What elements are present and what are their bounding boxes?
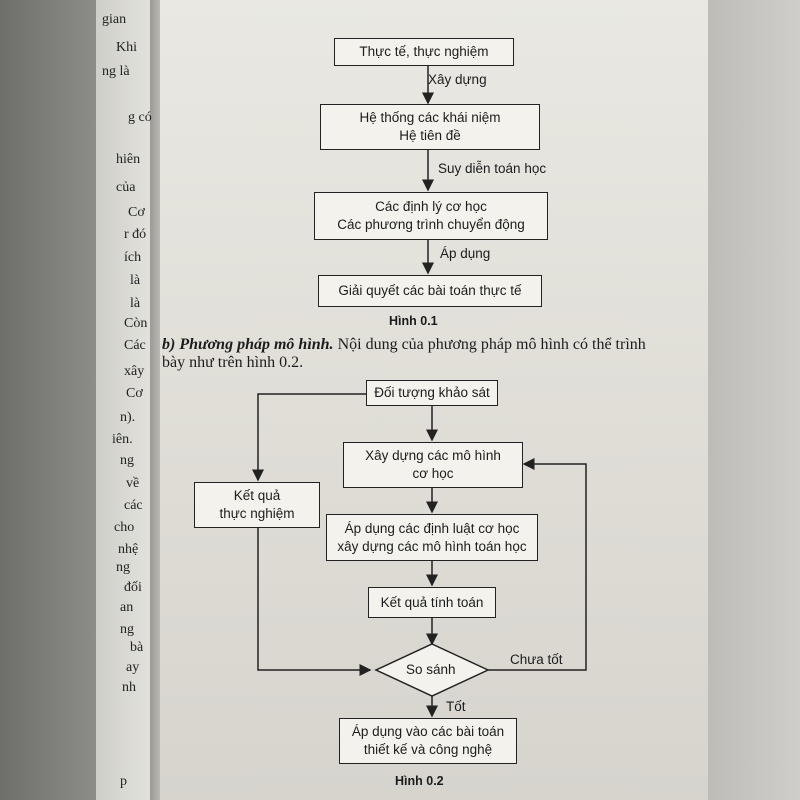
- left-page-fragment: nh: [122, 680, 136, 695]
- left-page-fragment: hiên: [116, 152, 141, 167]
- left-page-fragment: xây: [124, 364, 145, 379]
- compare-diamond: [374, 643, 490, 697]
- left-page-fragment: là: [130, 296, 141, 311]
- box-results: Kết quả tính toán: [368, 587, 496, 618]
- left-page-fragment: bà: [130, 640, 144, 655]
- left-page-fragment: n).: [120, 410, 136, 425]
- fig2-arrow-experiment-compare: [257, 527, 372, 676]
- left-page-fragment: gian: [102, 12, 127, 27]
- left-page-fragment: cho: [114, 520, 135, 535]
- left-page-fragment: đối: [124, 580, 142, 595]
- label-apply: Áp dụng: [440, 246, 491, 261]
- left-page-fragment: của: [116, 180, 136, 195]
- left-page-fragment: r đó: [124, 227, 147, 242]
- caption-fig2: Hình 0.2: [395, 774, 444, 788]
- label-build: Xây dựng: [428, 72, 487, 87]
- left-page-fragment: Còn: [124, 316, 148, 331]
- background-right: [708, 0, 800, 800]
- list-marker: b): [162, 336, 176, 353]
- paragraph-line-1: b) Phương pháp mô hình. Nội dung của phư…: [162, 336, 646, 353]
- left-page-fragment: về: [126, 476, 140, 491]
- fig2-arrow-object-experiment: [252, 393, 366, 482]
- label-not-good: Chưa tốt: [510, 652, 563, 667]
- left-page-fragment: ng: [120, 622, 134, 637]
- caption-fig1: Hình 0.1: [389, 314, 438, 328]
- paragraph-line-2: bày như trên hình 0.2.: [162, 354, 304, 371]
- section-heading: Phương pháp mô hình.: [179, 336, 334, 353]
- left-page-fragment: ng là: [102, 64, 130, 79]
- left-page-fragment: là: [130, 273, 141, 288]
- left-page-fragment: nhệ: [118, 542, 139, 557]
- box-solve: Giải quyết các bài toán thực tế: [318, 275, 542, 307]
- left-page-fragment: an: [120, 600, 134, 615]
- left-page: [96, 0, 156, 800]
- left-page-fragment: ay: [126, 660, 140, 675]
- box-object: Đối tượng khảo sát: [366, 380, 498, 406]
- left-page-fragment: iên.: [112, 432, 133, 447]
- label-good: Tốt: [446, 699, 466, 714]
- left-page-fragment: Các: [124, 338, 146, 353]
- label-deduction: Suy diễn toán học: [438, 161, 547, 176]
- left-page-fragment: p: [120, 774, 127, 789]
- left-page-fragment: ng: [120, 453, 134, 468]
- diamond-label: So sánh: [406, 662, 456, 677]
- left-page-fragment: ích: [124, 250, 142, 265]
- left-page-fragment: Khi: [116, 40, 137, 55]
- left-page-fragment: Cơ: [126, 386, 143, 401]
- box-reality: Thực tế, thực nghiệm: [334, 38, 514, 66]
- left-page-fragment: g có: [128, 110, 152, 125]
- fig2-arrow-not-good-loop: [488, 458, 587, 671]
- left-page-fragment: Cơ: [128, 205, 145, 220]
- left-page-fragment: các: [124, 498, 143, 513]
- left-page-fragment: ng: [116, 560, 130, 575]
